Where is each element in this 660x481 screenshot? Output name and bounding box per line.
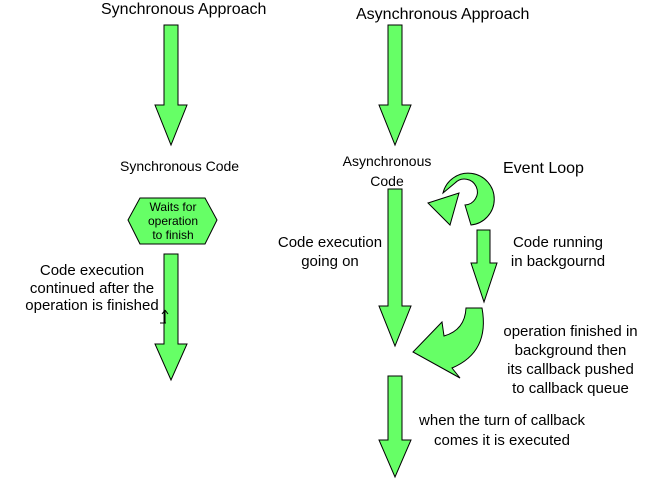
sync-continued-line-2: continued after the — [29, 279, 155, 297]
background-arrow — [470, 229, 498, 304]
async-running-line-2: in backgournd — [510, 253, 606, 270]
async-finished-line-1: operation finished in — [503, 323, 638, 340]
sync-continued-label: Code execution continued after the opera… — [4, 262, 180, 315]
wait-hexagon — [127, 197, 218, 245]
async-running-line-1: Code running — [512, 234, 604, 251]
async-finished-line-3: its callback pushed — [507, 361, 634, 378]
callback-curved-arrow — [412, 307, 484, 379]
async-turn-line-2: comes it is executed — [434, 432, 570, 449]
async-code-line-2: Code — [370, 173, 404, 189]
async-execution-label: Code execution going on — [262, 233, 398, 271]
async-code-label: Asynchronous Code — [332, 151, 442, 191]
async-execution-line-1: Code execution — [277, 234, 383, 251]
async-finished-line-2: background then — [514, 342, 627, 359]
wait-node-line-2: operation — [147, 214, 199, 228]
async-arrow-1 — [378, 24, 412, 147]
async-execution-line-2: going on — [301, 253, 359, 270]
async-finished-label: operation finished in background then it… — [488, 322, 653, 398]
async-finished-line-4: to callback queue — [512, 380, 629, 397]
async-turn-line-1: when the turn of callback — [419, 412, 585, 429]
sync-title: Synchronous Approach — [101, 1, 267, 18]
sync-arrow-1 — [154, 24, 188, 147]
sync-continued-line-3: operation is finished — [25, 297, 159, 315]
text-cursor-mark — [160, 309, 169, 324]
event-loop-icon — [442, 172, 495, 226]
wait-node-line-3: to finish — [152, 228, 194, 242]
async-arrow-2 — [378, 188, 412, 348]
event-loop-arrowhead — [427, 192, 460, 226]
async-code-line-1: Asynchronous — [342, 153, 432, 169]
async-title: Asynchronous Approach — [356, 6, 530, 23]
wait-node-line-1: Waits for — [149, 200, 197, 214]
sync-code-label: Synchronous Code — [120, 158, 240, 174]
wait-node-label: Waits for operation to finish — [136, 200, 210, 242]
sync-continued-line-1: Code execution — [39, 262, 145, 279]
async-turn-label: when the turn of callback comes it is ex… — [404, 411, 600, 451]
async-arrow-3 — [378, 375, 412, 479]
async-running-label: Code running in backgournd — [500, 233, 616, 271]
sync-arrow-2 — [154, 253, 188, 382]
event-loop-label: Event Loop — [503, 160, 584, 177]
